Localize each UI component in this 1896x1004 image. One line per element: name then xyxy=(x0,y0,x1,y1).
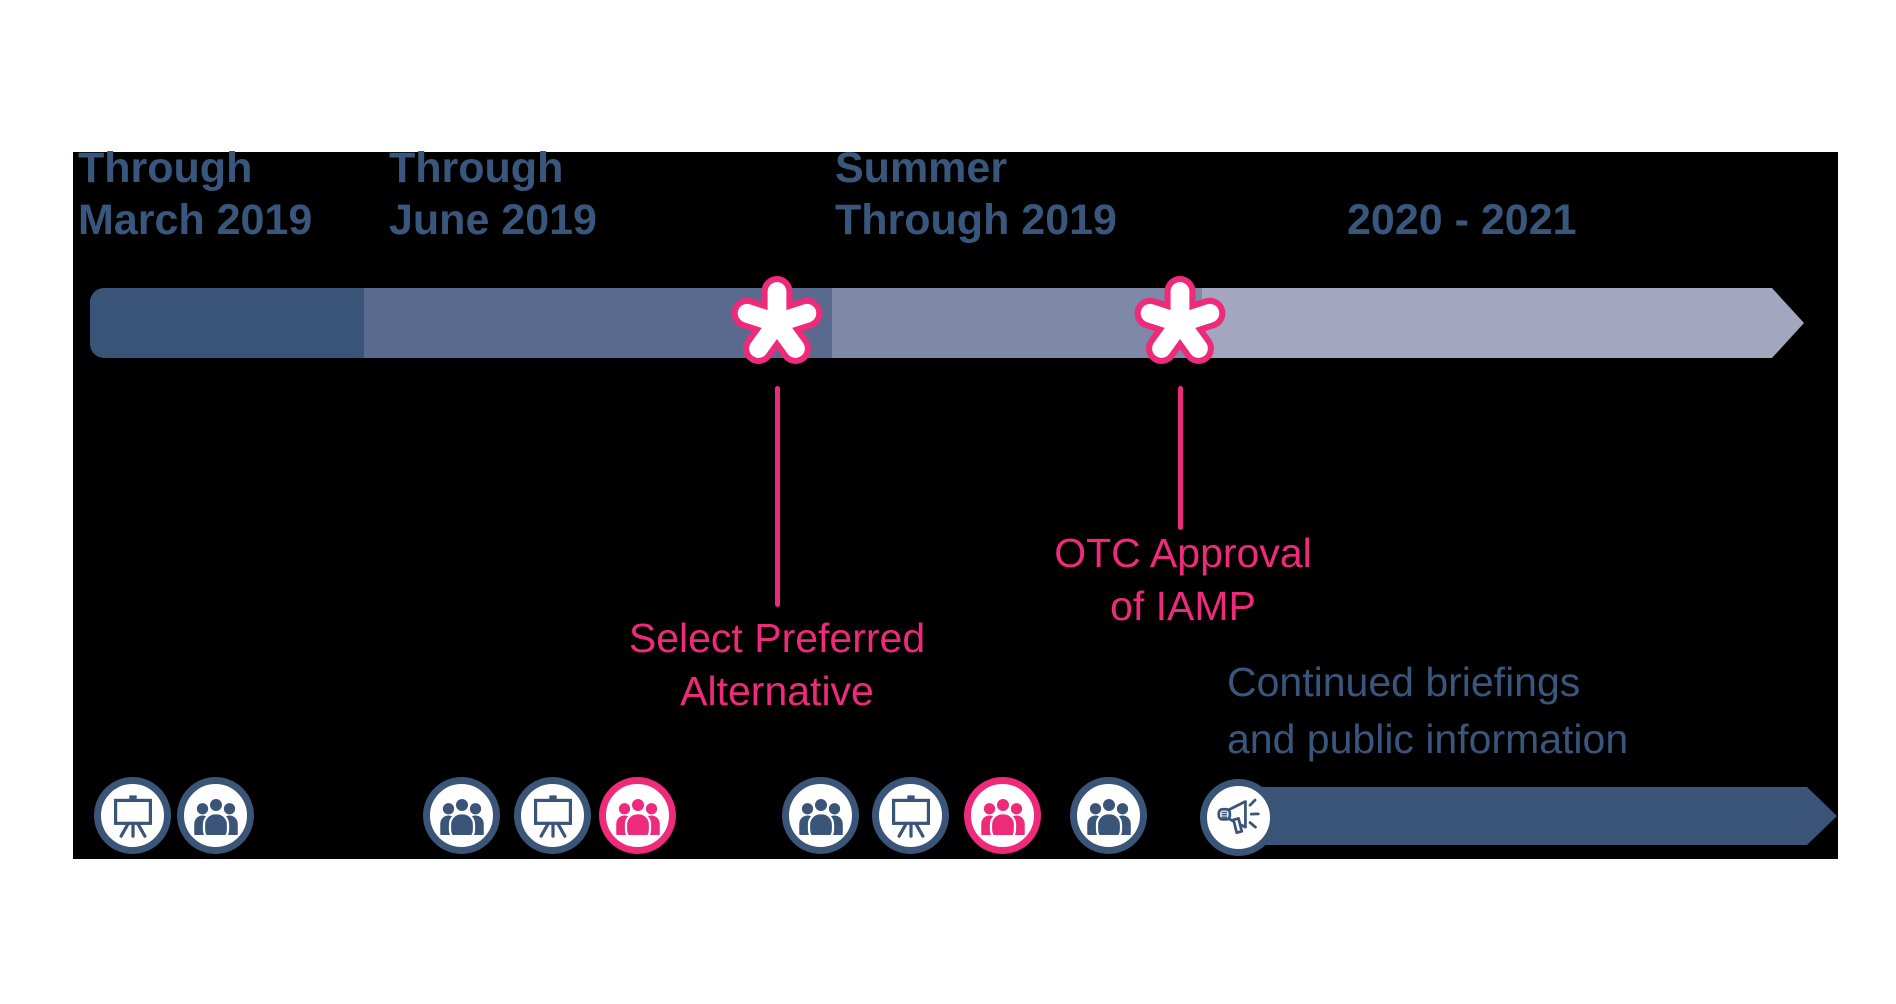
asterisk-milestone-icon xyxy=(728,274,826,372)
note-line: and public information xyxy=(1227,716,1629,762)
timeline-arrowhead xyxy=(1772,288,1804,358)
phase-header-line: March 2019 xyxy=(78,196,313,244)
phase-header-2020-2021: 2020 - 2021 xyxy=(1347,194,1577,246)
people-group-icon xyxy=(423,777,500,854)
engagement-bar xyxy=(1250,787,1807,845)
phase-header-line: June 2019 xyxy=(389,196,597,244)
people-group-icon xyxy=(177,777,254,854)
timeline-segment-1 xyxy=(90,288,364,358)
people-group-icon xyxy=(964,777,1041,854)
phase-header-line: Through xyxy=(389,144,564,192)
milestone-leader-line xyxy=(1178,386,1183,530)
phase-header-summer-through-2019: Summer Through 2019 xyxy=(835,142,1117,246)
phase-header-line: Summer xyxy=(835,144,1008,192)
timeline-segment-4 xyxy=(1202,288,1772,358)
megaphone-icon xyxy=(1200,779,1277,856)
phase-header-line: 2020 - 2021 xyxy=(1347,196,1577,244)
phase-header-through-march-2019: Through March 2019 xyxy=(78,142,312,246)
milestone-label-line: Alternative xyxy=(680,668,874,714)
note-continued-briefings: Continued briefings and public informati… xyxy=(1227,654,1628,768)
people-group-icon xyxy=(1070,777,1147,854)
easel-icon xyxy=(872,777,949,854)
asterisk-milestone-icon xyxy=(1131,274,1229,372)
people-group-icon xyxy=(782,777,859,854)
milestone-label-line: Select Preferred xyxy=(628,615,926,661)
milestone-label-line: OTC Approval xyxy=(1054,530,1312,576)
note-line: Continued briefings xyxy=(1227,659,1581,705)
phase-header-through-june-2019: Through June 2019 xyxy=(389,142,597,246)
milestone-label-select-preferred-alternative: Select Preferred Alternative xyxy=(527,612,1027,718)
milestone-leader-line xyxy=(775,386,780,607)
phase-header-line: Through xyxy=(78,144,253,192)
people-group-icon xyxy=(599,777,676,854)
phase-header-line: Through 2019 xyxy=(835,196,1117,244)
easel-icon xyxy=(514,777,591,854)
engagement-bar-arrowhead xyxy=(1807,787,1837,845)
milestone-label-line: of IAMP xyxy=(1110,583,1256,629)
easel-icon xyxy=(94,777,171,854)
milestone-label-otc-approval: OTC Approval of IAMP xyxy=(933,527,1433,633)
diagram-background xyxy=(73,152,1838,859)
